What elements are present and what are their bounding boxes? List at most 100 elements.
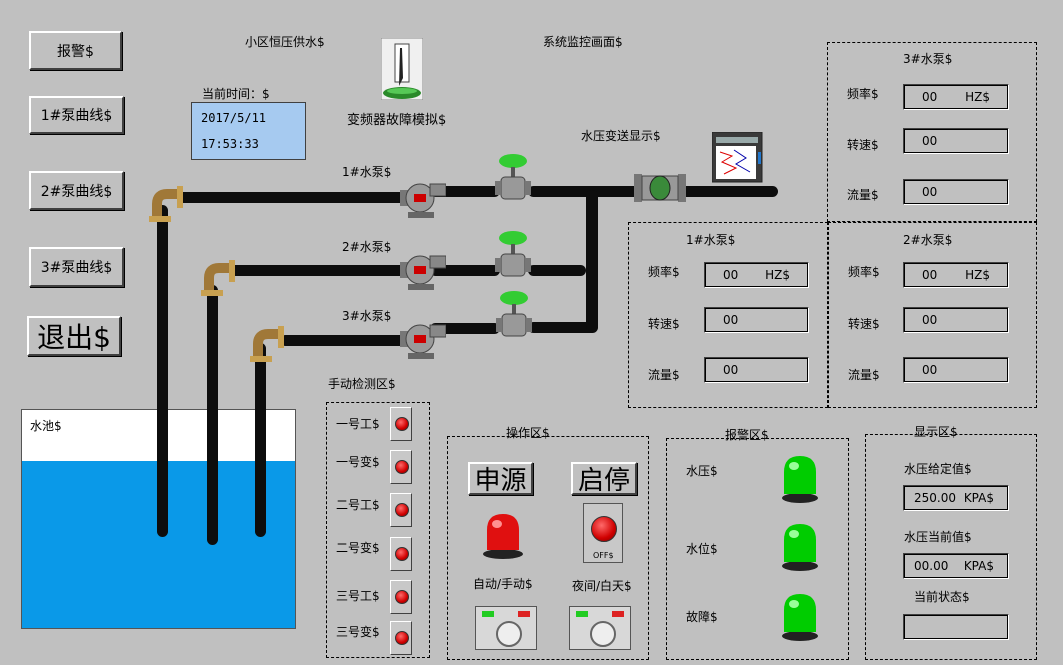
pump1-flow-label: 流量$ xyxy=(648,368,680,382)
alarm-button[interactable]: 报警$ xyxy=(29,31,122,70)
exit-button[interactable]: 退出$ xyxy=(27,316,121,356)
pump3-flow-box: 00 xyxy=(903,179,1009,205)
alarm-area-title: 报警区$ xyxy=(725,428,769,442)
current-pressure-label: 水压当前值$ xyxy=(904,530,972,544)
pump1-icon[interactable] xyxy=(400,180,446,220)
manual-button-4[interactable] xyxy=(390,537,412,571)
pump3-panel-title: 3#水泵$ xyxy=(903,52,953,66)
pump3-freq-value: 00 xyxy=(922,90,938,104)
valve2-icon[interactable] xyxy=(495,230,531,282)
pipe-row-3 xyxy=(280,335,410,346)
elbow-3-icon xyxy=(250,326,284,362)
manual-area xyxy=(326,402,430,658)
pump3-panel xyxy=(827,42,1037,222)
pump2-icon[interactable] xyxy=(400,252,446,292)
suction-pipe-2 xyxy=(207,285,218,545)
clock-label: 当前时间：$ xyxy=(202,87,270,101)
pipe-row-2b xyxy=(430,265,500,276)
clock-display: 2017/5/11 17:53:33 xyxy=(191,102,306,160)
valve1-icon[interactable] xyxy=(495,153,531,205)
pump2-flow-value: 00 xyxy=(922,363,938,377)
pump2-flow-box: 00 xyxy=(903,357,1009,383)
suction-pipe-3 xyxy=(255,343,266,537)
pump1-label: 1#水泵$ xyxy=(342,165,392,179)
pump1-speed-value: 00 xyxy=(723,313,739,327)
screen-title: 系统监控画面$ xyxy=(543,35,623,49)
clock-date: 2017/5/11 xyxy=(201,111,267,125)
pump2-curve-button[interactable]: 2#泵曲线$ xyxy=(29,171,124,210)
pump3-speed-label: 转速$ xyxy=(847,138,879,152)
pump3-icon[interactable] xyxy=(400,321,446,361)
flow-valve-icon xyxy=(634,174,686,202)
clock-time: 17:53:33 xyxy=(201,137,259,151)
valve3-icon[interactable] xyxy=(496,290,532,342)
state-box xyxy=(903,614,1009,640)
night-day-selector[interactable] xyxy=(569,606,631,650)
auto-manual-selector[interactable] xyxy=(475,606,537,650)
alarm-fault-lamp-icon xyxy=(782,594,818,641)
suction-pipe-1 xyxy=(157,205,168,537)
pool-label: 水池$ xyxy=(30,419,62,433)
manual-label-6: 三号变$ xyxy=(336,625,380,639)
pump3-flow-value: 00 xyxy=(922,185,938,199)
pump1-panel-title: 1#水泵$ xyxy=(686,233,736,247)
current-pressure-value: 00.00 xyxy=(914,559,949,573)
selector-knob-icon xyxy=(496,621,522,647)
recorder-icon xyxy=(711,131,763,183)
pump2-panel xyxy=(828,222,1037,408)
manual-button-3[interactable] xyxy=(390,493,412,527)
manual-button-1[interactable] xyxy=(390,407,412,441)
selector-green-icon xyxy=(482,611,494,617)
pump2-label: 2#水泵$ xyxy=(342,240,392,254)
pump2-freq-box: 00 HZ$ xyxy=(903,262,1009,288)
selector-knob-icon xyxy=(590,621,616,647)
vfd-fault-label: 变频器故障模拟$ xyxy=(347,113,447,128)
night-day-label: 夜间/白天$ xyxy=(572,579,632,593)
pump2-freq-label: 频率$ xyxy=(848,265,880,279)
pipe-row-3b xyxy=(430,323,500,334)
pump3-freq-box: 00 HZ$ xyxy=(903,84,1009,110)
power-button[interactable]: 申源 xyxy=(468,462,533,496)
manual-label-4: 二号变$ xyxy=(336,541,380,555)
pump3-freq-unit: HZ$ xyxy=(965,90,990,104)
pipe-row-2 xyxy=(230,265,410,276)
auto-manual-label: 自动/手动$ xyxy=(473,577,533,591)
pump3-freq-label: 频率$ xyxy=(847,87,879,101)
pump2-panel-title: 2#水泵$ xyxy=(903,233,953,247)
alarm-pressure-lamp-icon xyxy=(782,456,818,503)
start-stop-button[interactable]: 启停 xyxy=(571,462,637,496)
pipe-row-2c xyxy=(528,265,586,276)
pipe-row-1b xyxy=(430,186,500,197)
pushbutton-red-icon xyxy=(591,516,617,542)
toggle-switch-icon xyxy=(380,37,424,101)
pump1-speed-label: 转速$ xyxy=(648,317,680,331)
pump1-curve-button[interactable]: 1#泵曲线$ xyxy=(29,96,124,134)
operation-area xyxy=(447,436,649,660)
manual-label-1: 一号工$ xyxy=(336,417,380,431)
vfd-fault-switch[interactable] xyxy=(380,37,424,101)
pump2-freq-unit: HZ$ xyxy=(965,268,990,282)
pipe-row-3c xyxy=(528,322,598,333)
manual-button-5[interactable] xyxy=(390,580,412,614)
elbow-2-icon xyxy=(201,260,235,296)
pump2-freq-value: 00 xyxy=(922,268,938,282)
pump3-curve-button[interactable]: 3#泵曲线$ xyxy=(29,247,124,287)
pump3-flow-label: 流量$ xyxy=(847,188,879,202)
off-label: OFF$ xyxy=(593,551,614,560)
alarm-fault-label: 故障$ xyxy=(686,610,718,624)
display-area xyxy=(865,434,1037,660)
state-label: 当前状态$ xyxy=(914,590,970,604)
pump1-flow-box: 00 xyxy=(704,357,809,383)
alarm-level-label: 水位$ xyxy=(686,542,718,556)
startstop-pushbutton[interactable]: OFF$ xyxy=(583,503,623,563)
selector-red-icon xyxy=(612,611,624,617)
pump1-flow-value: 00 xyxy=(723,363,739,377)
manual-button-6[interactable] xyxy=(390,621,412,655)
manual-button-2[interactable] xyxy=(390,450,412,484)
manual-area-title: 手动检测区$ xyxy=(328,377,396,391)
pump2-speed-value: 00 xyxy=(922,313,938,327)
setpoint-label: 水压给定值$ xyxy=(904,462,972,476)
